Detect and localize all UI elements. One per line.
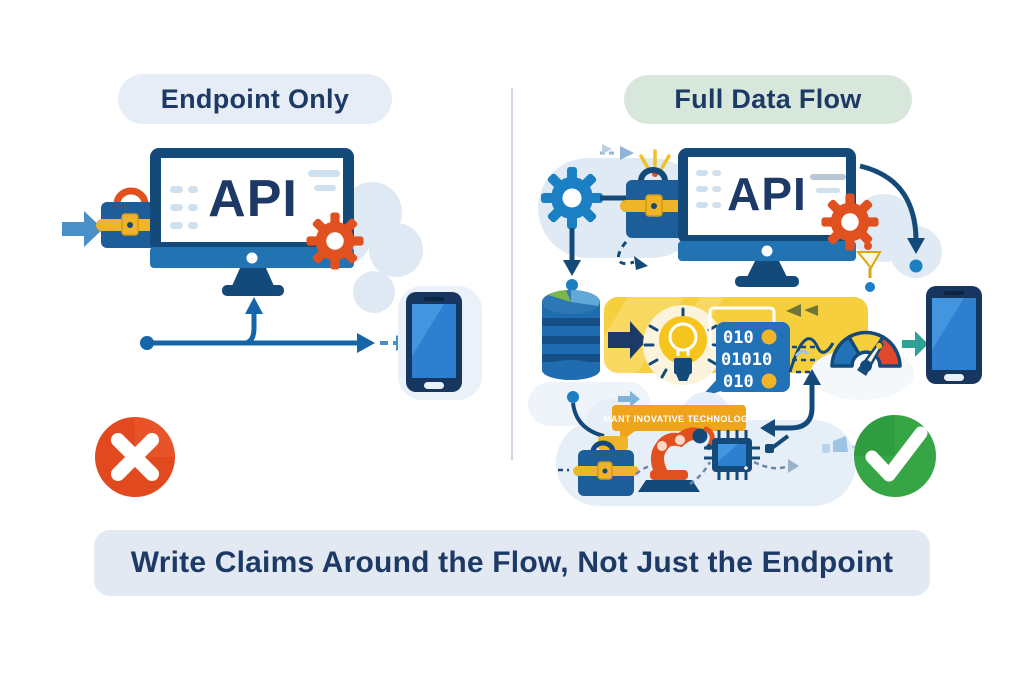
right-panel-title-label: Full Data Flow	[674, 84, 862, 114]
left-panel-title: Endpoint Only	[118, 74, 392, 124]
binary-panel-icon: 010 01010 010	[700, 306, 790, 398]
drop-connector	[567, 391, 605, 438]
lightbulb-icon	[643, 305, 723, 385]
machine-label-text: MANT INOVATIVE TECHNOLOGY	[603, 414, 755, 424]
gear-icon	[821, 193, 879, 251]
feedback-arrow	[760, 369, 821, 453]
process-arrow-icon	[608, 321, 647, 359]
api-monitor-icon: API	[150, 148, 354, 296]
bottom-caption-label: Write Claims Around the Flow, Not Just t…	[130, 546, 894, 579]
funnel-icon	[855, 242, 882, 292]
left-panel-illustration: API	[62, 148, 482, 497]
briefcase-icon	[558, 436, 639, 496]
input-arrow-icon	[62, 211, 103, 247]
flow-line	[140, 297, 410, 353]
binary-line: 010	[723, 328, 754, 348]
gear-connector-line	[563, 195, 628, 291]
dashed-arrow-icon	[600, 144, 634, 160]
trend-chart-icon	[786, 304, 835, 374]
briefcase-icon	[620, 167, 692, 238]
gear-icon	[541, 167, 603, 229]
gauge-icon	[810, 330, 928, 400]
x-circle-icon	[95, 417, 175, 497]
output-arrow-icon	[902, 331, 928, 357]
dashed-curve-arrow	[617, 241, 648, 270]
smartphone-icon	[398, 286, 482, 400]
check-circle-icon	[854, 415, 936, 497]
api-label: API	[208, 170, 298, 228]
binary-line: 01010	[721, 350, 772, 370]
dashed-link-arrow	[788, 459, 799, 473]
api-label: API	[727, 168, 807, 220]
briefcase-icon	[96, 187, 164, 248]
robot-arm-icon	[638, 426, 715, 492]
screen-text-lines	[696, 170, 846, 208]
smartphone-icon	[926, 286, 982, 384]
api-monitor-icon: API	[678, 148, 856, 287]
panel-divider	[511, 88, 513, 460]
binary-line: 010	[723, 372, 754, 392]
curved-arrow	[859, 163, 925, 273]
right-panel-title: Full Data Flow	[624, 75, 912, 124]
left-panel-title-label: Endpoint Only	[160, 83, 350, 114]
screen-text-lines	[170, 170, 340, 229]
mini-arrow-icon	[618, 391, 640, 407]
database-icon	[542, 290, 600, 380]
chip-icon	[704, 430, 760, 480]
machine-label: MANT INOVATIVE TECHNOLOGY	[603, 405, 755, 442]
right-panel-illustration: API	[528, 144, 982, 506]
bottom-caption: Write Claims Around the Flow, Not Just t…	[94, 530, 930, 596]
gear-icon	[306, 212, 364, 270]
dashed-link	[635, 460, 789, 486]
